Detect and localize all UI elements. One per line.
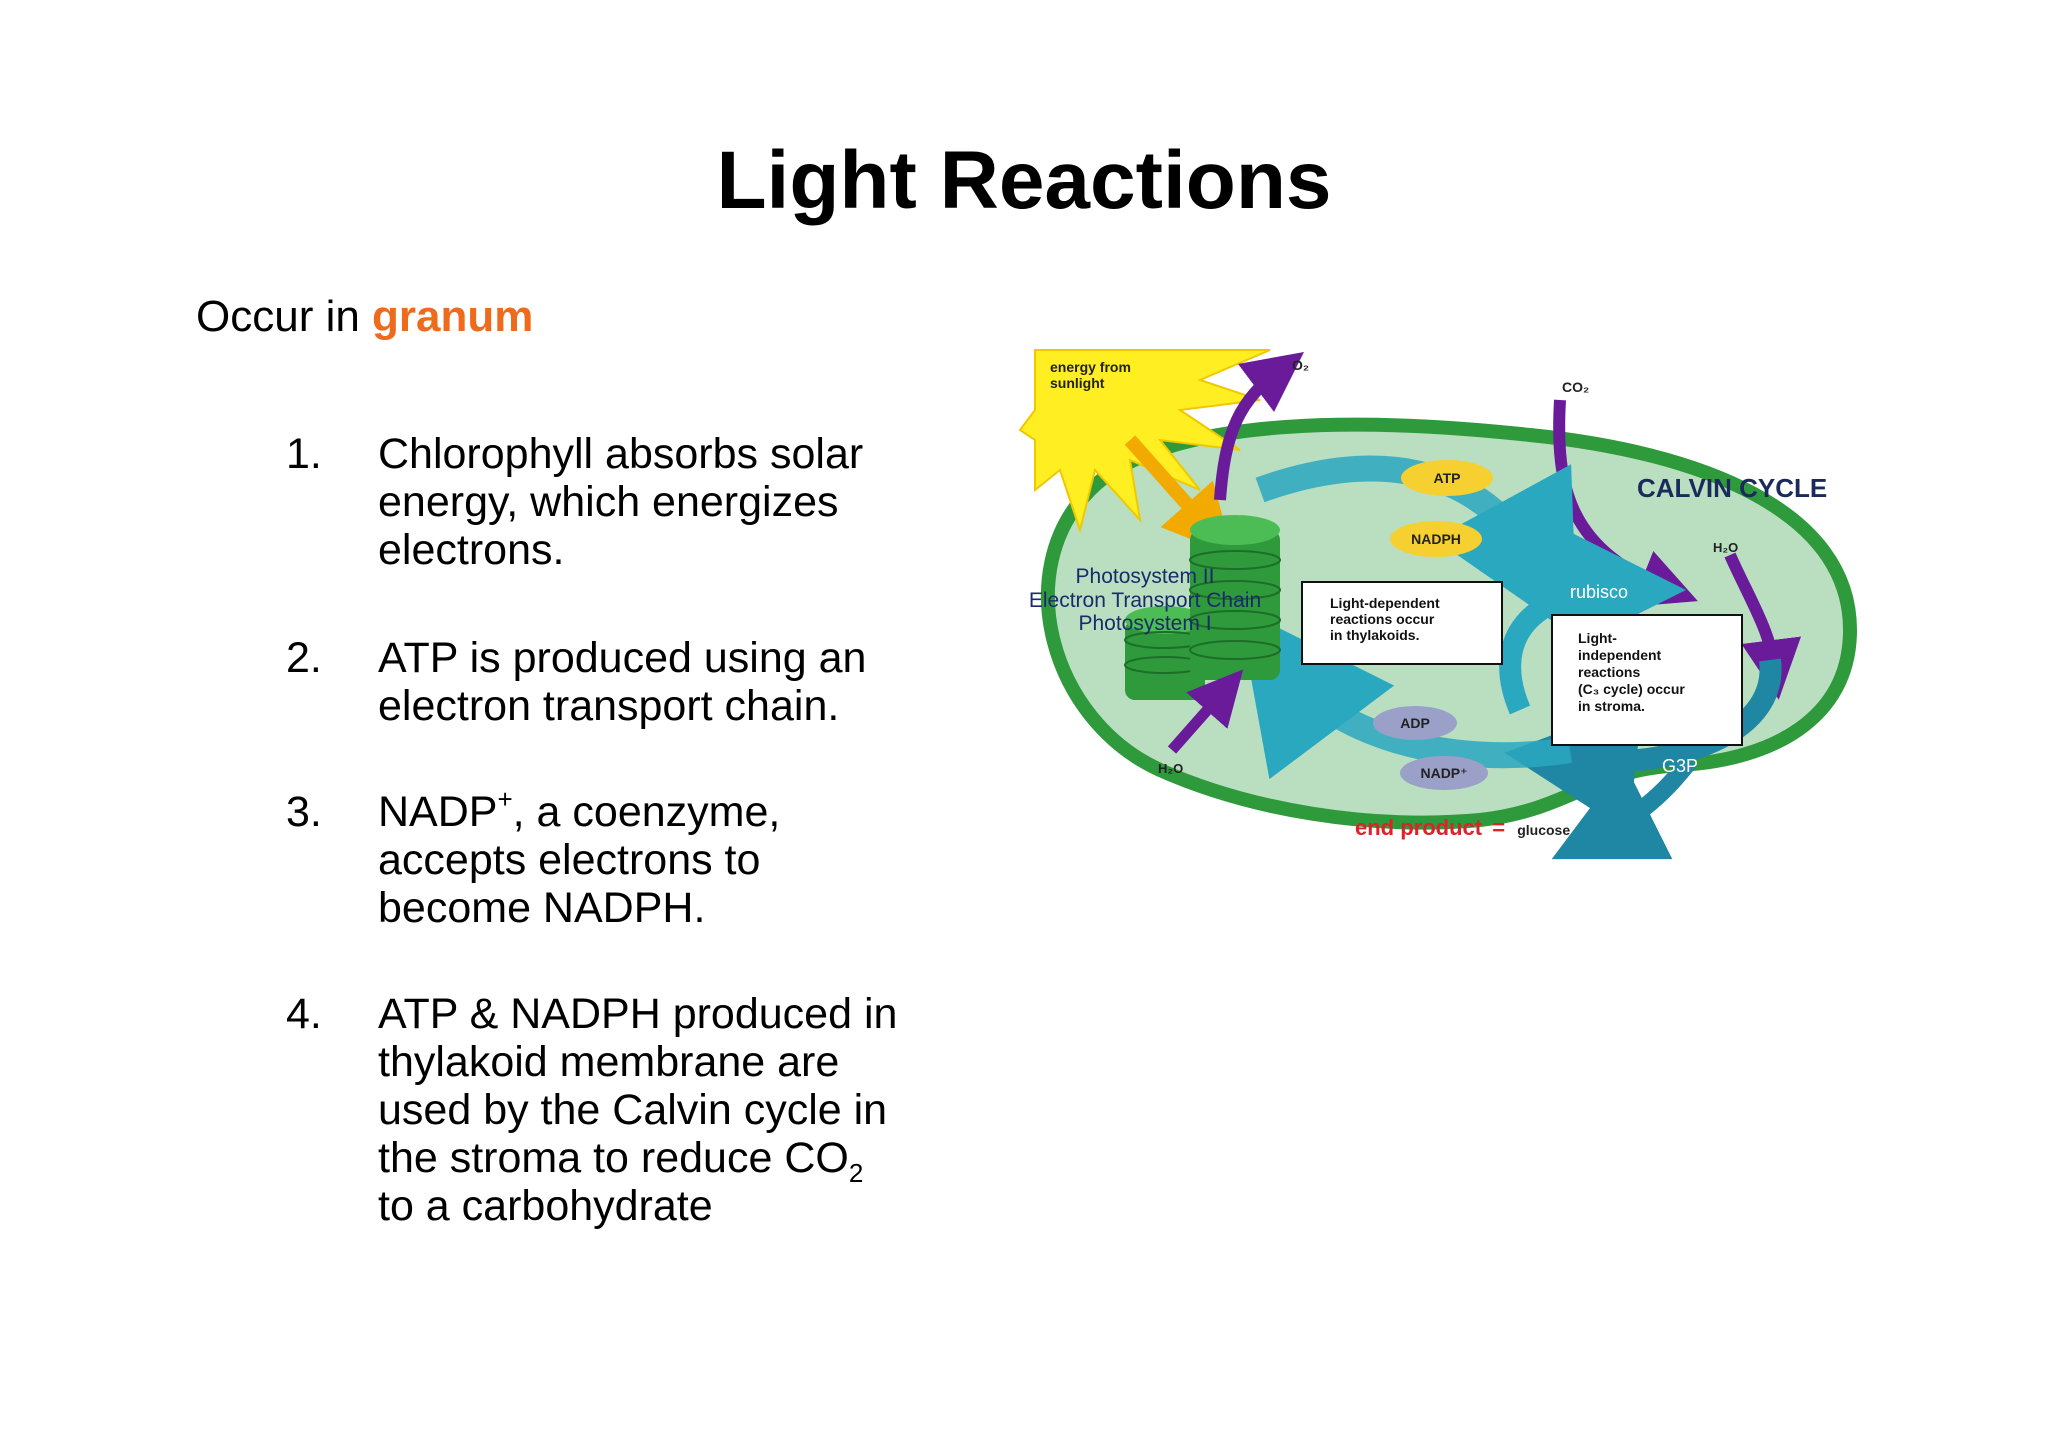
nadp-plus-label: NADP⁺ [1420,765,1467,781]
subscript-2: 2 [848,1158,864,1188]
nadph-label: NADPH [1411,531,1461,547]
light-independent-line5: in stroma. [1578,698,1645,714]
light-independent-line2: independent [1578,647,1662,663]
sunlight-label-line2: sunlight [1050,375,1105,391]
end-product-label: end product = glucose [1355,815,1570,840]
etc-label: Electron Transport Chain [1029,589,1261,612]
list-item-text: ATP & NADPH produced in thylakoid membra… [378,990,978,1230]
list-item-text-rest: to a carbohydrate [378,1182,713,1230]
adp-oval [1373,706,1457,740]
superscript-plus: + [497,784,513,814]
list-item-number: 3. [286,788,322,836]
subtitle-highlight: granum [372,292,534,341]
light-dependent-line2: reactions occur [1330,611,1435,627]
end-product-text: end product [1355,815,1483,840]
rubisco-label: rubisco [1570,582,1628,602]
g3p-label: G3P [1662,756,1698,776]
light-independent-line1: Light- [1578,630,1617,646]
list-item-number: 2. [286,634,322,682]
granum-stack [1124,515,1281,700]
light-independent-text: Light- independent reactions (C₃ cycle) … [1578,630,1689,714]
h2o-right-arrow [1724,552,1802,700]
light-dependent-text: Light-dependent reactions occur in thyla… [1330,595,1444,643]
sunlight-label-line1: energy from [1050,359,1131,375]
nadp-text: NADP [378,788,498,836]
slide-title: Light Reactions [716,135,1332,226]
photosystem-ii-label: Photosystem II [1076,565,1215,588]
list-item-text: NADP+, a coenzyme, accepts electrons to … [378,786,978,932]
list-item-number: 4. [286,990,322,1038]
list-item-text: ATP is produced using an electron transp… [378,634,867,730]
h2o-right-label: H₂O [1713,540,1738,555]
light-independent-box [1551,614,1743,746]
calvin-loop-inner [1499,524,1686,715]
light-independent-line4: (C₃ cycle) occur [1578,681,1685,697]
list-item-text: Chlorophyll absorbs solar energy, which … [378,430,864,574]
adp-nadp-arrow [1238,607,1572,780]
list-item-number: 1. [286,430,322,478]
photosystem-i-label: Photosystem I [1078,612,1211,635]
list-item-text-main: ATP & NADPH produced in thylakoid membra… [378,990,898,1182]
glucose-text: glucose [1517,822,1570,838]
sunlight-arrow [1124,435,1234,557]
calvin-cycle-label: CALVIN CYCLE [1637,473,1827,503]
light-dependent-line1: Light-dependent [1330,595,1440,611]
light-dependent-box [1301,581,1503,665]
light-dependent-line3: in thylakoids. [1330,627,1419,643]
nadph-oval [1390,521,1482,557]
adp-label: ADP [1400,715,1430,731]
subtitle: Occur in granum [196,292,533,342]
atp-label: ATP [1434,470,1461,486]
equals-sign: = [1492,815,1505,840]
o2-label: O₂ [1292,357,1309,373]
list-item-text-rest: , a coenzyme, accepts electrons to becom… [378,788,781,932]
photosynthesis-diagram: energy from sunlight O₂ CO₂ H₂O CALVIN C… [1018,349,1858,860]
light-independent-line3: reactions [1578,664,1640,680]
subtitle-prefix: Occur in [196,292,373,341]
h2o-left-label: H₂O [1158,761,1183,776]
atp-oval [1401,460,1493,496]
glucose-arrow [1551,754,1698,860]
sunlight-label: energy from sunlight [1050,359,1135,391]
co2-label: CO₂ [1562,379,1589,395]
nadp-plus-oval [1400,756,1488,790]
o2-arrow [1214,351,1304,501]
h2o-left-arrow [1167,669,1244,754]
